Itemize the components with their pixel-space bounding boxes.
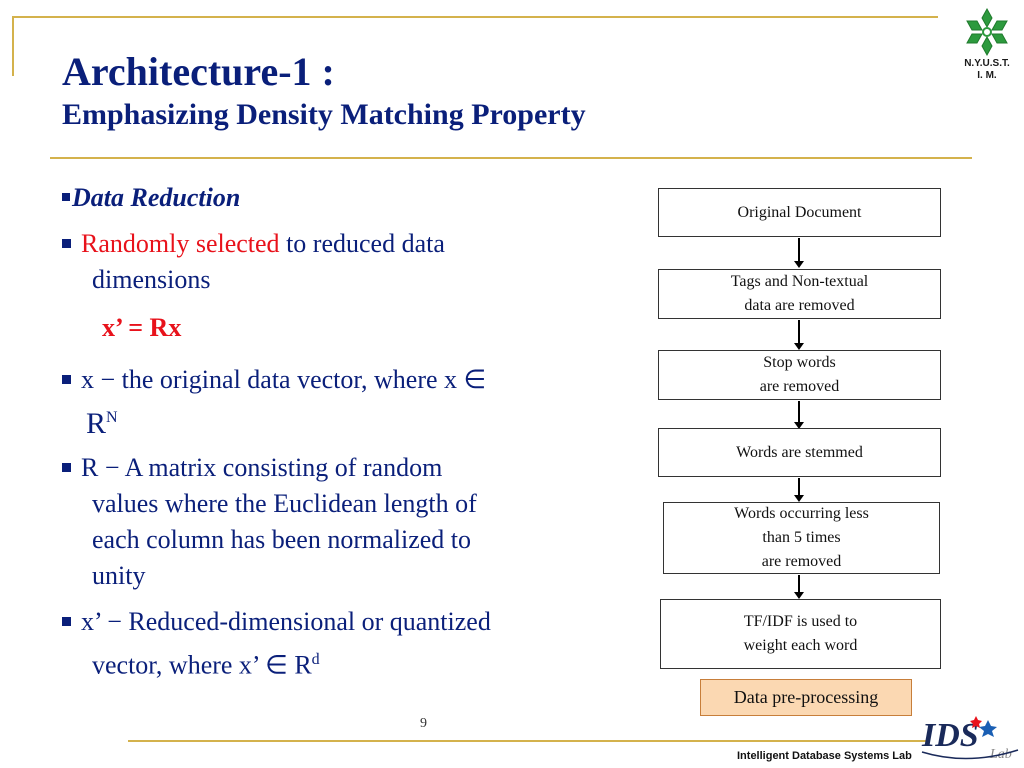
flow-arrow-down-icon xyxy=(794,478,804,502)
bullet-3-line-3: each column has been normalized to xyxy=(92,525,472,554)
title-subtitle: Emphasizing Density Matching Property xyxy=(62,98,586,131)
square-bullet-icon xyxy=(62,374,71,384)
flow-step-original-document: Original Document xyxy=(658,188,941,237)
flow-step-stemmed: Words are stemmed xyxy=(658,428,941,477)
logo-caption: N.Y.U.S.T. I. M. xyxy=(964,58,1010,81)
footer-lab-name: Intelligent Database Systems Lab xyxy=(737,750,912,762)
nyust-logo-icon xyxy=(966,7,1008,57)
square-bullet-icon xyxy=(62,238,71,248)
title-divider xyxy=(50,157,972,159)
square-bullet-icon xyxy=(62,193,70,202)
bullet-3-line-1: R − A matrix consisting of random xyxy=(62,450,442,486)
ids-lab-logo-icon: IDS Lab xyxy=(921,716,1019,762)
flow-arrow-down-icon xyxy=(794,401,804,429)
bullet-1-line-1: Randomly selected to reduced data xyxy=(62,226,445,262)
bullet-3-line-4: unity xyxy=(92,561,146,590)
bullet-2-line-2: RN xyxy=(86,407,118,440)
slide-title: Architecture-1 : Emphasizing Density Mat… xyxy=(62,48,586,134)
footer-divider xyxy=(128,740,928,742)
frame-left-line xyxy=(12,16,14,76)
page-number: 9 xyxy=(420,716,427,731)
title-main: Architecture-1 : xyxy=(62,49,335,94)
data-preprocessing-caption: Data pre-processing xyxy=(700,679,912,716)
bullet-4-line-2: vector, where x’ ∈ Rd xyxy=(92,650,320,680)
square-bullet-icon xyxy=(62,462,71,472)
bullet-1-line-2: dimensions xyxy=(92,265,211,294)
bullet-4-line-1: x’ − Reduced-dimensional or quantized xyxy=(62,604,491,640)
section-heading: Data Reduction xyxy=(62,180,240,216)
svg-text:IDS: IDS xyxy=(921,717,979,754)
frame-top-line xyxy=(12,16,938,18)
nyust-logo: N.Y.U.S.T. I. M. xyxy=(955,6,1019,82)
bullet-3-line-2: values where the Euclidean length of xyxy=(92,489,477,518)
square-bullet-icon xyxy=(62,616,71,626)
formula: x’ = Rx xyxy=(102,313,182,342)
flow-arrow-down-icon xyxy=(794,320,804,350)
flow-arrow-down-icon xyxy=(794,238,804,268)
bullet-2-line-1: x − the original data vector, where x ∈ xyxy=(62,362,486,398)
flow-arrow-down-icon xyxy=(794,575,804,599)
